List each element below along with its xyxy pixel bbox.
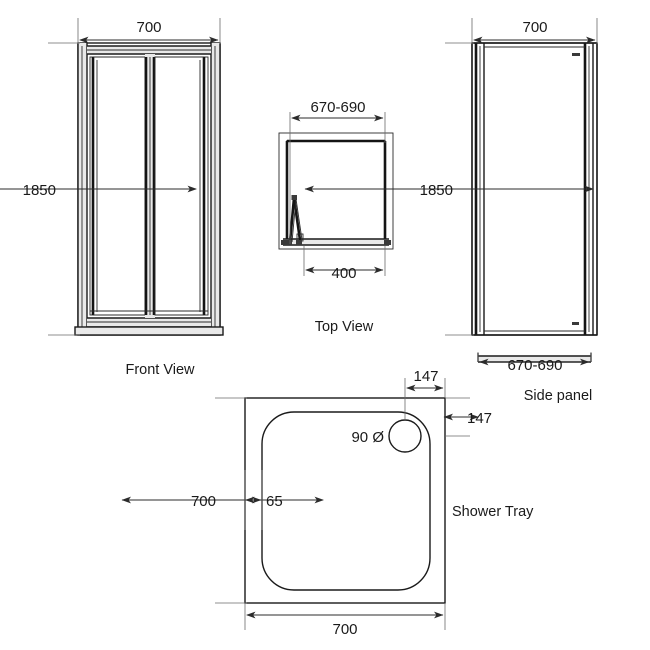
shower-tray-width-dimension: 700 [244, 603, 446, 638]
shower-tray-waste-offset-y-dimension: 147 [443, 397, 492, 437]
shower-tray-waste-offset-x-value: 147 [413, 368, 438, 385]
side-panel-width-dimension: 700 [471, 18, 598, 44]
side-panel-width-value: 700 [522, 19, 547, 36]
side-panel-depth-dimension: 670-690 [477, 352, 592, 374]
shower-tray-width-value: 700 [332, 621, 357, 638]
top-view-width-dimension: 670-690 [289, 99, 386, 244]
shower-tray-depth-value: 700 [191, 493, 216, 510]
top-view-label: Top View [315, 319, 374, 335]
shower-tray-waste-offset-y-value: 147 [467, 410, 492, 427]
shower-tray-rim-dimension: 65 [244, 470, 283, 530]
front-view-width-value: 700 [136, 19, 161, 36]
side-panel-label: Side panel [524, 388, 593, 404]
shower-tray-group: 90 Ø 147 147 700 [121, 368, 534, 638]
shower-tray-waste-offset-x-dimension: 147 [404, 368, 446, 420]
shower-tray-label: Shower Tray [452, 504, 534, 520]
side-panel-depth-value: 670-690 [507, 357, 562, 374]
front-view-label: Front View [125, 362, 195, 378]
waste-outlet [388, 419, 422, 453]
top-view-opening-dimension: 400 [303, 246, 386, 282]
front-view-height-value: 1850 [23, 182, 56, 199]
side-panel-height-dimension: 1850 [304, 42, 594, 336]
front-view-width-dimension: 700 [77, 18, 221, 44]
front-view-height-dimension: 1850 [0, 42, 197, 336]
top-view-bifold-door [288, 195, 304, 245]
front-view-enclosure [74, 42, 224, 336]
side-panel-height-value: 1850 [420, 182, 453, 199]
side-panel-elevation [471, 42, 598, 363]
shower-tray-depth-dimension: 700 [121, 397, 324, 604]
shower-tray-rim-value: 65 [266, 493, 283, 510]
top-view-opening-value: 400 [331, 265, 356, 282]
side-panel-group: 700 1850 670-690 Side panel [304, 18, 598, 404]
shower-tray-waste-value: 90 Ø [351, 429, 384, 446]
top-view-width-value: 670-690 [310, 99, 365, 116]
top-view-plan [278, 132, 394, 250]
top-view-group: 670-690 400 Top View [278, 99, 394, 335]
front-view-group: 700 1850 Front View [0, 18, 224, 378]
